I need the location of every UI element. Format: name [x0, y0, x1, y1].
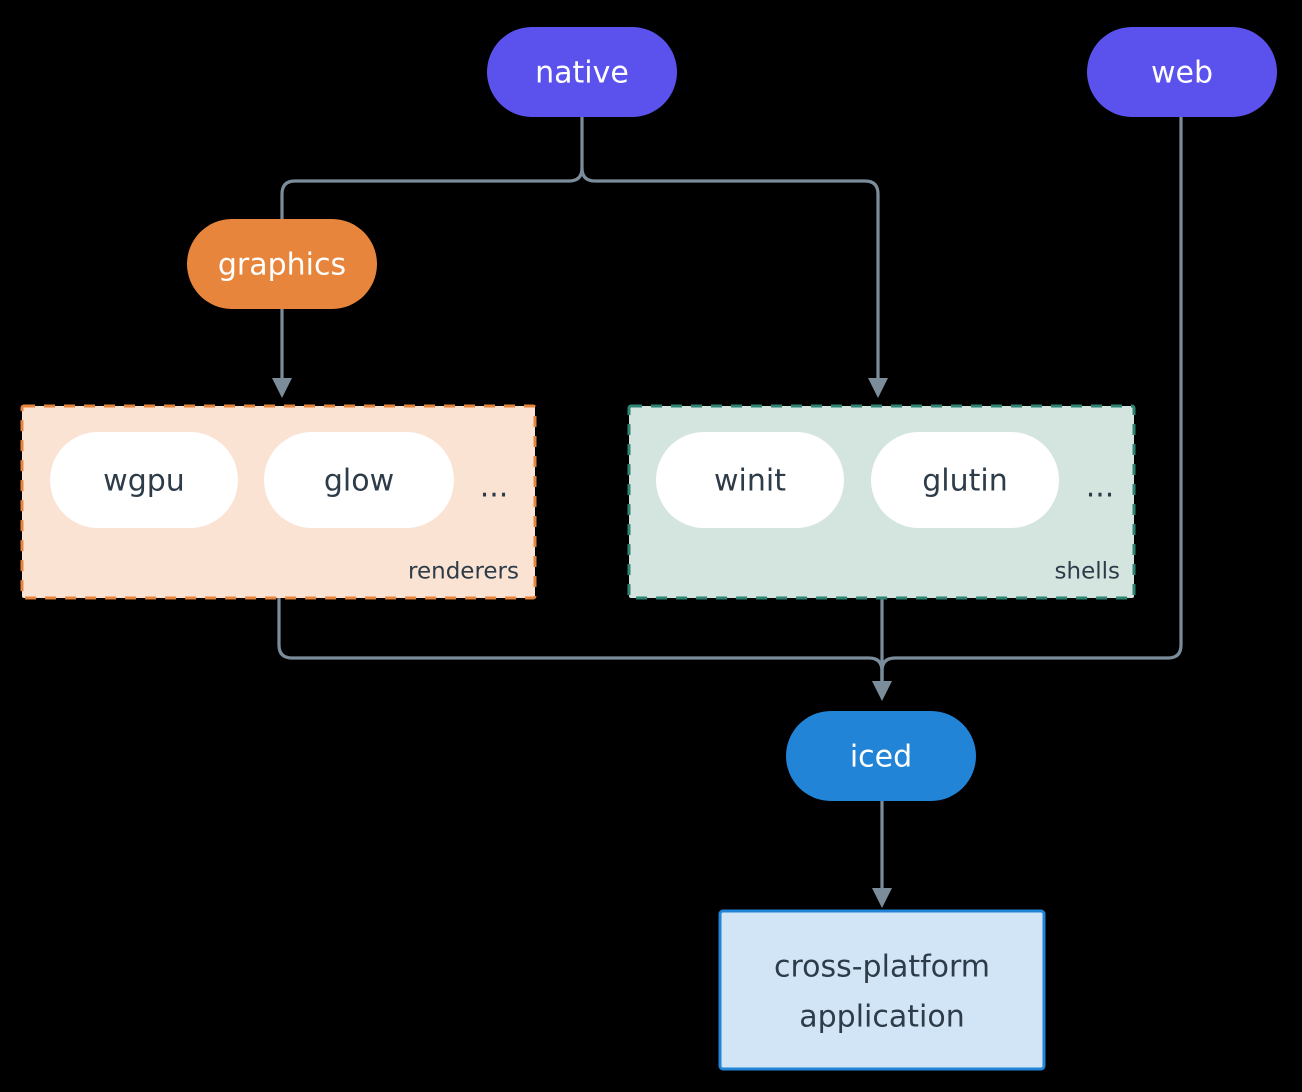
arrowhead-native-shells	[868, 378, 888, 398]
node-application-label-line1: cross-platform	[774, 950, 990, 985]
pill-wgpu[interactable]	[50, 432, 238, 528]
node-native-label: native	[535, 56, 629, 91]
node-graphics[interactable]: graphics	[187, 219, 377, 309]
node-application[interactable]: cross-platform application	[718, 909, 1046, 1071]
cluster-renderers-item-wgpu[interactable]: wgpu	[50, 432, 238, 528]
edge-native-bus	[580, 115, 880, 380]
node-native-shape[interactable]	[487, 27, 677, 117]
renderers-ellipsis: ...	[480, 470, 509, 505]
cluster-shells-item-glutin[interactable]: glutin	[871, 432, 1059, 528]
pill-wgpu-label: wgpu	[103, 464, 185, 499]
cluster-renderers: wgpu glow ... renderers	[20, 404, 537, 600]
node-iced-label: iced	[850, 740, 912, 775]
node-application-shape[interactable]	[718, 909, 1046, 1071]
edge-web-iced	[880, 115, 1183, 685]
node-application-label-line2: application	[799, 1000, 964, 1035]
pill-winit[interactable]	[656, 432, 844, 528]
edge-layer	[272, 115, 1183, 908]
cluster-shells: winit glutin ... shells	[627, 404, 1136, 600]
cluster-renderers-item-glow[interactable]: glow	[264, 432, 454, 528]
node-web[interactable]: web	[1087, 27, 1277, 117]
pill-glutin-label: glutin	[922, 464, 1008, 499]
edge-native-to-graphics	[280, 166, 584, 230]
node-graphics-label: graphics	[218, 248, 346, 283]
arrowhead-graphics-renderers	[272, 378, 292, 398]
node-iced-shape[interactable]	[786, 711, 976, 801]
node-native[interactable]: native	[487, 27, 677, 117]
pill-glow-label: glow	[324, 464, 394, 499]
node-graphics-shape[interactable]	[187, 219, 377, 309]
arrowhead-iced-application	[872, 888, 892, 908]
arrowhead-merge-iced	[872, 681, 892, 701]
pill-glow[interactable]	[264, 432, 454, 528]
edge-renderers-iced	[277, 596, 884, 685]
node-web-shape[interactable]	[1087, 27, 1277, 117]
shells-ellipsis: ...	[1086, 470, 1115, 505]
node-iced[interactable]: iced	[786, 711, 976, 801]
cluster-shells-item-winit[interactable]: winit	[656, 432, 844, 528]
node-web-label: web	[1151, 56, 1213, 91]
pill-winit-label: winit	[714, 464, 786, 499]
cluster-renderers-caption: renderers	[408, 559, 519, 585]
cluster-shells-caption: shells	[1055, 559, 1120, 585]
pill-glutin[interactable]	[871, 432, 1059, 528]
